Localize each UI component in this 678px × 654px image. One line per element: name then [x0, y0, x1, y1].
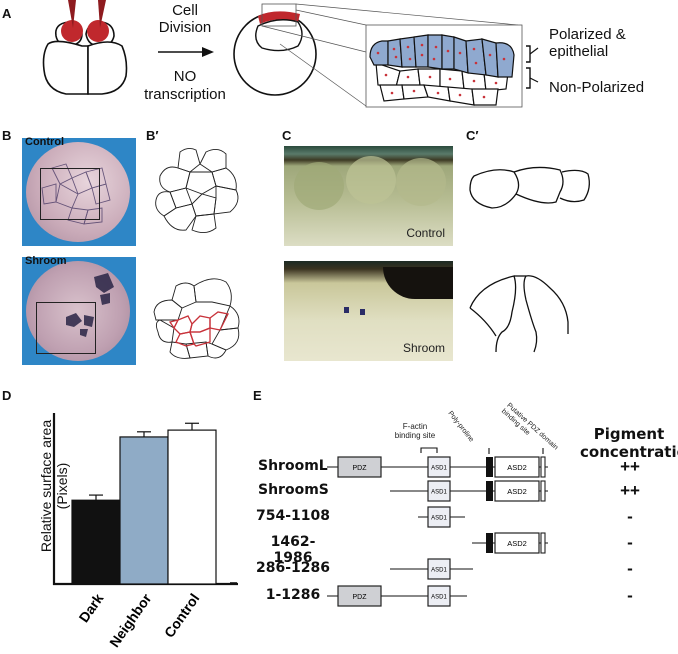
needle-right-icon [98, 0, 106, 28]
pdz-domain [337, 456, 382, 478]
pigment-value: - [627, 507, 633, 526]
arrow-top-text: Cell Division [140, 2, 230, 36]
asd2-domain [494, 480, 540, 502]
pdz-binding-site [540, 532, 546, 554]
shroom-cell-outline-tracing [469, 275, 569, 353]
factin-line-2: binding site [394, 431, 436, 440]
c-control-caption: Control [406, 226, 445, 240]
shroom-embryo-photo: Shroom [22, 255, 136, 365]
asd1-label: ASD1 [431, 516, 447, 522]
asd1-label: ASD1 [431, 595, 447, 601]
nuclei-dots [376, 43, 506, 99]
epithelium-inset [365, 24, 523, 108]
pdz-domain [337, 585, 382, 607]
arrow-bottom-line-2: transcription [144, 86, 226, 103]
polarized-line-1: Polarized & [549, 26, 626, 43]
pigment-header-line-2: concentration [580, 443, 678, 461]
factin-line-1: F-actin [402, 422, 428, 431]
right-arrow-icon [158, 47, 214, 57]
arrow-bottom-line-1: NO [173, 68, 197, 85]
asd1-domain [427, 585, 451, 607]
panel-c-label: C [282, 128, 292, 143]
polyproline-region [486, 481, 493, 501]
pigment-header: Pigment concentration [580, 425, 678, 461]
shroom-caption: Shroom [25, 255, 67, 267]
bar-control [167, 429, 217, 585]
arrow-top-line-2: Division [158, 19, 212, 36]
construct-name: 1-1286 [265, 587, 321, 603]
asd1-label: ASD1 [431, 568, 447, 574]
panel-d-label: D [2, 388, 12, 403]
pdz-binding-site [540, 456, 546, 478]
asd2-label: ASD2 [507, 463, 527, 472]
pdz-binding-site [540, 480, 546, 502]
asd1-domain [427, 558, 451, 580]
asd1-label: ASD1 [431, 490, 447, 496]
shroom-section-photo: Shroom [284, 261, 453, 361]
panel-e-label: E [253, 388, 262, 403]
panel-a-blastula [233, 3, 519, 107]
injection-spot-right [87, 20, 109, 42]
asd1-domain [427, 506, 451, 528]
pdz-label: PDZ [353, 594, 368, 601]
panel-b-prime-label: B′ [146, 128, 159, 143]
pigment-value: - [627, 586, 633, 605]
panel-a-embryo-8cell [42, 0, 128, 95]
factin-bracket [420, 447, 438, 453]
asd2-label: ASD2 [507, 487, 527, 496]
pigment-header-line-1: Pigment [593, 425, 665, 443]
asd2-domain [494, 532, 540, 554]
non-polarized-label: Non-Polarized [549, 79, 645, 96]
panel-b-label: B [2, 128, 12, 143]
construct-name: ShroomL [258, 458, 328, 474]
injection-spot-left [61, 20, 83, 42]
needle-left-icon [68, 0, 76, 28]
pigment-value: ++ [620, 481, 640, 500]
arrow-top-line-1: Cell [172, 2, 198, 19]
brackets-icon [526, 45, 539, 89]
highlighted-dark-cells [168, 311, 229, 347]
control-caption: Control [25, 136, 65, 148]
pigment-value: ++ [620, 457, 640, 476]
asd2-label: ASD2 [507, 539, 527, 548]
pdz-label: PDZ [353, 465, 368, 472]
panel-a-label: A [2, 6, 12, 21]
construct-name: 286-1286 [256, 560, 330, 576]
panel-c-prime-label: C′ [466, 128, 479, 143]
pigmented-cap [258, 11, 300, 24]
factin-annotation: F-actin binding site [385, 422, 445, 440]
bar-neighbor [119, 436, 169, 585]
polarized-line-2: epithelial [549, 43, 609, 60]
polyproline-region [486, 457, 493, 477]
construct-name: ShroomS [258, 482, 329, 498]
shroom-cell-tracing [153, 278, 240, 359]
construct-name: 754-1108 [256, 508, 330, 524]
polarized-label: Polarized & epithelial [549, 26, 626, 60]
control-section-photo: Control [284, 146, 453, 246]
zoom-box [261, 3, 297, 27]
construct-name: 1462-1986 [270, 534, 316, 566]
asd2-domain [494, 456, 540, 478]
arrow-bottom-text: NO transcription [135, 68, 235, 104]
asd1-label: ASD1 [431, 466, 447, 472]
control-embryo-photo: Control [22, 136, 136, 246]
polyproline-region [486, 533, 493, 553]
pigment-value: - [627, 533, 633, 552]
control-cell-outline-tracing [469, 166, 590, 209]
asd1-domain [427, 456, 451, 478]
asd1-domain [427, 480, 451, 502]
control-cell-tracing [155, 147, 239, 233]
c-shroom-caption: Shroom [402, 341, 445, 355]
pigment-value: - [627, 559, 633, 578]
